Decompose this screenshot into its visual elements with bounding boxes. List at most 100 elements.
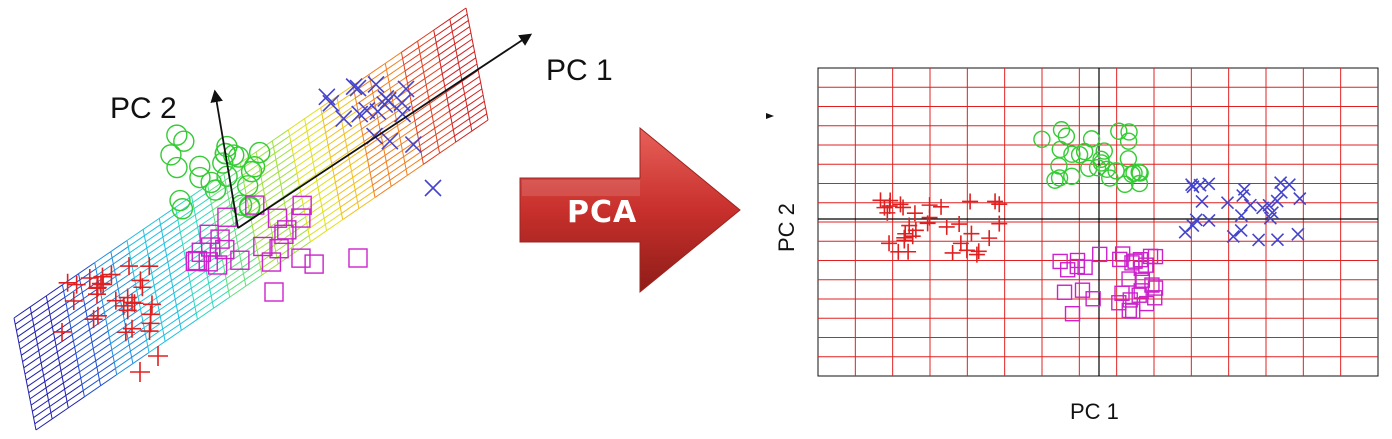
plane-grid-line (366, 142, 383, 155)
pca-arrow: PCA (519, 126, 741, 294)
plane-grid-line (340, 103, 357, 116)
plane-grid-line (95, 257, 113, 270)
plane-grid-line (275, 148, 293, 160)
plane-grid-line (463, 76, 480, 88)
plane-grid-line (78, 354, 95, 367)
plane-grid-line (406, 65, 423, 78)
plane-grid-line (294, 241, 311, 254)
plane-grid-line (420, 140, 438, 153)
circle-marker (169, 189, 191, 212)
plane-grid-line (21, 343, 38, 356)
plane-grid-line (196, 209, 213, 222)
plane-grid-line (242, 163, 259, 176)
plane-grid-line (178, 214, 196, 227)
circle-marker (212, 152, 234, 174)
x-marker (1234, 208, 1248, 223)
plane-grid-line (290, 130, 308, 143)
plane-grid-line (449, 7, 467, 20)
plane-grid-line (52, 315, 69, 328)
plane-grid-line (374, 186, 392, 198)
plane-grid-line (294, 149, 311, 162)
square-marker (245, 195, 265, 215)
plane-grid-line (407, 71, 424, 84)
plane-grid-line (49, 303, 67, 315)
plane-grid-line (444, 74, 462, 87)
circle-marker (1116, 175, 1134, 193)
plane-grid-line (295, 155, 313, 168)
square-marker (291, 248, 311, 268)
square-marker (1121, 271, 1137, 287)
plane-grid-line (397, 114, 414, 126)
plane-grid-line (388, 70, 406, 83)
plane-grid-line (224, 168, 242, 181)
plus-marker (921, 197, 938, 214)
plane-grid-line (127, 327, 145, 340)
plane-grid-line (140, 297, 157, 310)
plane-grid-line (228, 187, 246, 200)
plane-grid-line (281, 179, 299, 192)
3d-plane-panel: PC 1 PC 2 (13, 7, 613, 431)
plane-grid-line (104, 300, 121, 313)
plane-grid-line (339, 97, 356, 110)
plane-grid-line (465, 88, 483, 101)
plane-grid-line (49, 395, 67, 407)
plane-grid-line (339, 195, 357, 208)
plane-grid-line (362, 123, 380, 136)
plane-grid-line (357, 98, 375, 111)
plane-grid-line (126, 240, 150, 353)
plane-grid-line (224, 260, 242, 273)
square-marker (1056, 284, 1073, 300)
plane-grid-line (45, 376, 63, 389)
plane-grid-line (418, 35, 436, 48)
plus-marker (879, 204, 896, 221)
plane-grid-line (320, 107, 344, 220)
plane-grid-line (372, 81, 390, 94)
circle-marker (189, 155, 211, 178)
plane-grid-line (60, 359, 78, 371)
plane-grid-line (433, 18, 451, 31)
plane-grid-line (30, 393, 48, 406)
plane-grid-line (50, 401, 68, 414)
plane-grid-line (422, 54, 439, 67)
circle-marker (1046, 171, 1064, 189)
circle-marker (1050, 169, 1069, 187)
plane-grid-line (23, 356, 41, 369)
plane-grid-line (261, 171, 279, 184)
plane-grid-line (19, 337, 37, 350)
plane-grid-line (348, 147, 366, 160)
plane-grid-line (419, 42, 437, 55)
plane-grid-line (144, 224, 161, 237)
plane-grid-line (327, 133, 345, 146)
plane-grid-line (279, 166, 297, 179)
circle-marker (1101, 169, 1119, 187)
plane-grid-line (107, 319, 125, 332)
plane-grid-line (335, 170, 352, 183)
plane-grid-line (127, 235, 145, 248)
plane-grid-line (326, 127, 344, 140)
plane-grid-line (68, 304, 85, 317)
plane-grid-line (174, 287, 192, 300)
circle-marker (1120, 123, 1138, 141)
plane-grid-line (378, 112, 396, 125)
plus-marker (118, 288, 137, 307)
plane-grid-line (58, 346, 75, 359)
plane-grid-line (453, 26, 470, 39)
circle-marker (1131, 164, 1149, 182)
plane-grid-line (176, 202, 194, 214)
plane-grid-line (178, 306, 196, 319)
plane-grid-line (16, 318, 33, 331)
plane-grid-line (97, 361, 115, 374)
plane-grid-line (69, 310, 87, 323)
pc2-label: PC 2 (110, 92, 177, 125)
plane-grid-line (35, 326, 53, 339)
circle-marker (1063, 167, 1081, 185)
plane-grid-line (197, 307, 214, 320)
circle-marker (214, 142, 237, 165)
plane-grid-line (370, 69, 387, 82)
plane-grid-line (85, 299, 103, 312)
plane-grid-line (90, 324, 108, 337)
circle-marker (1070, 145, 1089, 164)
plane-grid-line (408, 78, 426, 91)
pc1-label: PC 1 (546, 54, 613, 87)
x-marker (424, 179, 442, 197)
